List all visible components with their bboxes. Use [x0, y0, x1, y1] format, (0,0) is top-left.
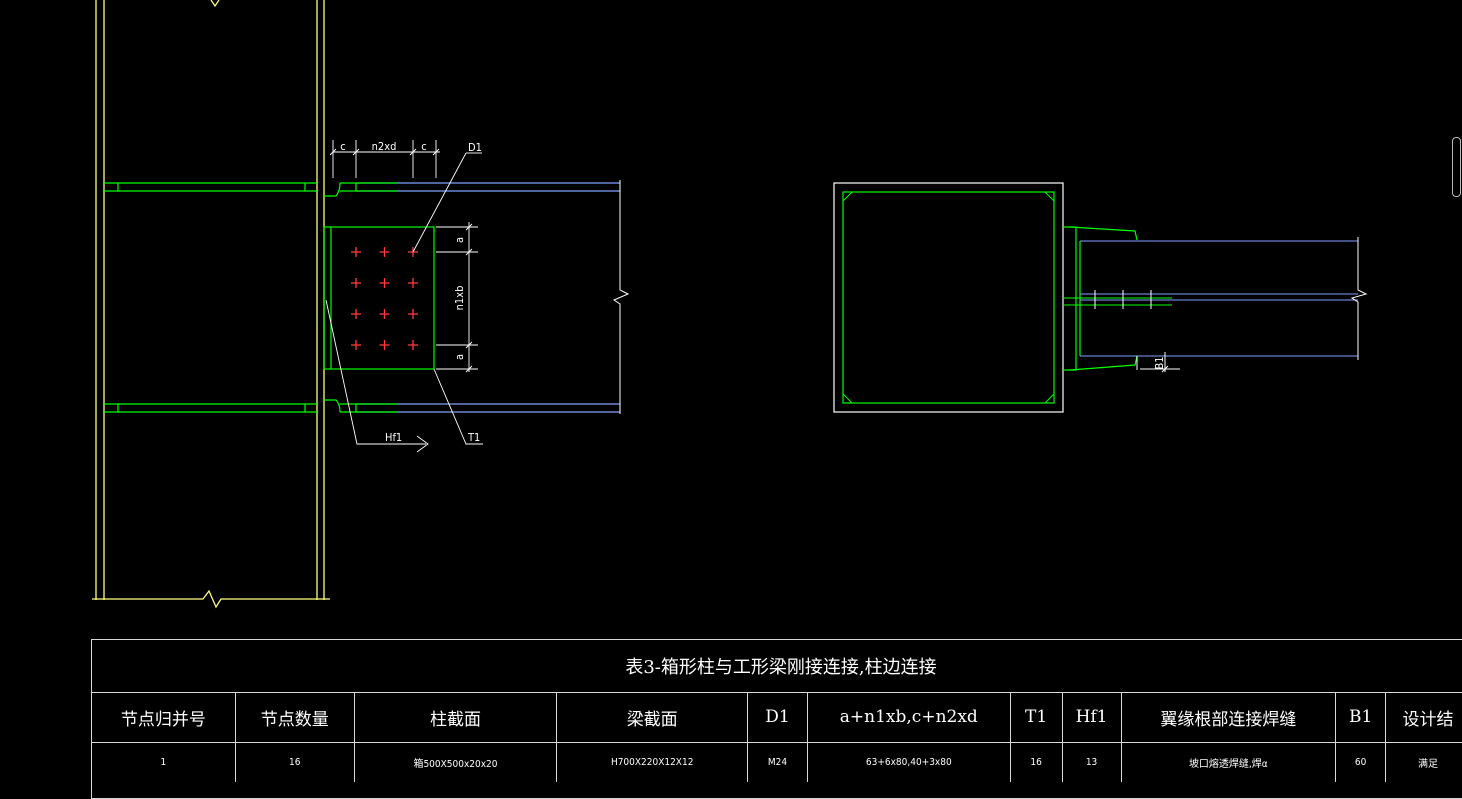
box-column-elevation: [92, 0, 330, 609]
header-cell: 节点数量: [236, 692, 355, 742]
table-cell: M24: [748, 742, 808, 782]
label-n1xb: n1xb: [453, 286, 466, 311]
bolt-mark: [379, 278, 390, 288]
scrollbar-thumb[interactable]: [1452, 137, 1461, 197]
label-c-left: c: [340, 140, 345, 153]
bolt-mark: [379, 340, 390, 350]
table-title: 表3-箱形柱与工形梁刚接连接,柱边连接: [92, 640, 1462, 693]
table-cell: 满足: [1418, 758, 1439, 770]
label-d1: D1: [468, 141, 482, 154]
label-b1: B1: [1153, 356, 1166, 369]
beam-plan: [1063, 226, 1368, 373]
bolt-mark: [351, 247, 361, 257]
bolt-mark: [351, 278, 361, 288]
bolt-mark: [379, 309, 390, 319]
table-row: 1 16 箱500X500x20x20 H700X220X12X12 M24 6…: [92, 742, 1462, 782]
table-cell: 16: [236, 742, 355, 782]
table-cell: 箱500X500x20x20: [355, 742, 558, 782]
table-cell: 13: [1063, 742, 1122, 782]
table-cell: 16: [1011, 742, 1063, 782]
bolt-group: [351, 247, 418, 350]
bolt-mark: [379, 247, 390, 257]
dimension-lines: [325, 140, 483, 453]
table-header-row: 节点归并号 节点数量 柱截面 梁截面 D1 a+n1xb,c+n2xd T1 H…: [92, 692, 1462, 743]
header-cell: B1: [1336, 692, 1387, 742]
header-cell: T1: [1011, 692, 1063, 742]
table-cell: 63+6x80,40+3x80: [808, 742, 1011, 782]
bolt-mark: [351, 309, 361, 319]
bolt-mark: [408, 340, 418, 350]
header-cell: 节点归并号: [92, 692, 236, 742]
bolt-mark: [408, 309, 418, 319]
header-cell: Hf1: [1063, 692, 1122, 742]
bolt-mark: [351, 340, 361, 350]
node-table: 表3-箱形柱与工形梁刚接连接,柱边连接 节点归并号 节点数量 柱截面 梁截面 D…: [91, 639, 1462, 799]
table-cell: 1: [92, 742, 236, 782]
label-a-top: a: [453, 237, 466, 243]
label-c-right: c: [421, 140, 426, 153]
label-hf1: Hf1: [385, 431, 402, 444]
label-a-bottom: a: [453, 354, 466, 360]
header-cell: 柱截面: [355, 692, 558, 742]
header-cell: 翼缘根部连接焊缝: [1122, 692, 1337, 742]
header-cell: a+n1xb,c+n2xd: [808, 692, 1011, 742]
table-cell: H700X220X12X12: [557, 742, 749, 782]
label-n2xd: n2xd: [372, 140, 397, 153]
table-cell: 60: [1336, 742, 1387, 782]
header-cell: 梁截面: [557, 692, 749, 742]
table-cell: 坡口熔透焊缝,焊α: [1122, 742, 1337, 782]
header-cell: 设计结: [1402, 709, 1454, 730]
dimension-labels: c n2xd c D1 a n1xb a Hf1 T1: [340, 140, 482, 444]
bolt-mark: [408, 278, 418, 288]
column-diaphragms: [104, 182, 317, 413]
label-t1: T1: [467, 431, 480, 444]
beam-elevation: [323, 180, 630, 414]
box-column-section: [833, 182, 1064, 413]
header-cell: D1: [748, 692, 808, 742]
